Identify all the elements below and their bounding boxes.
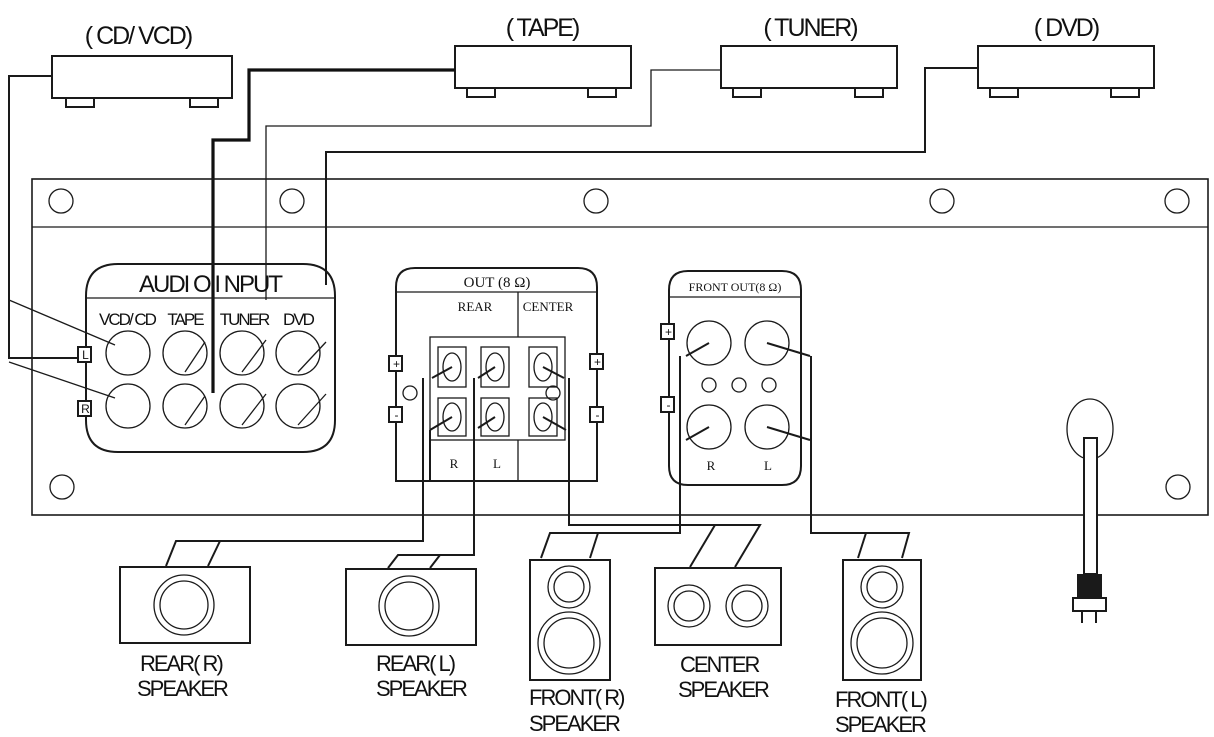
front-r-minus-terminal xyxy=(686,404,732,450)
jack-tuner-l xyxy=(219,330,265,376)
mounting-screw xyxy=(583,188,609,214)
front-l-label-1: FRONT( L) xyxy=(835,687,926,712)
front-r-label-1: FRONT( R) xyxy=(529,685,624,710)
jack-tuner-r xyxy=(219,383,265,429)
amplifier-rear-panel xyxy=(31,178,1209,516)
audio-input-panel: AUDI O I NPUT VCD/ CD TAPE TUNER DVD L R xyxy=(77,263,336,453)
center-speaker: CENTER SPEAKER xyxy=(654,567,782,702)
front-r-plus-terminal xyxy=(686,320,732,366)
jack-tape-l xyxy=(162,330,208,376)
tape-unit: ( TAPE) xyxy=(454,14,632,98)
front-out-title: FRONT OUT(8 Ω) xyxy=(689,280,782,294)
tuner-label: ( TUNER) xyxy=(763,14,857,42)
mounting-screw xyxy=(929,188,955,214)
rear-l-label-2: SPEAKER xyxy=(376,676,467,701)
input-cable-ends xyxy=(8,299,327,426)
front-r-speaker: FRONT( R) SPEAKER xyxy=(529,559,626,736)
left-channel-mark: L xyxy=(82,348,89,362)
rear-r-label-1: REAR( R) xyxy=(140,651,222,676)
center-label-1: CENTER xyxy=(680,652,760,677)
center-label: CENTER xyxy=(523,299,574,314)
rear-r-speaker: REAR( R) SPEAKER xyxy=(119,566,251,701)
out-plus-left: + xyxy=(393,357,400,371)
col-tape-label: TAPE xyxy=(167,310,204,329)
front-l-label-2: SPEAKER xyxy=(835,712,926,737)
tuner-unit: ( TUNER) xyxy=(720,14,898,98)
rear-r-label-2: SPEAKER xyxy=(137,676,228,701)
front-l-plus-terminal xyxy=(744,320,790,366)
rear-l-label-1: REAR( L) xyxy=(376,651,455,676)
front-plus-mark: + xyxy=(665,325,672,339)
rear-l-speaker: REAR( L) SPEAKER xyxy=(345,568,477,701)
center-label-2: SPEAKER xyxy=(678,677,769,702)
front-r-label: R xyxy=(707,458,716,473)
mounting-screw xyxy=(279,188,305,214)
mounting-screw xyxy=(1165,474,1191,500)
dvd-label: ( DVD) xyxy=(1034,14,1099,42)
rear-label: REAR xyxy=(458,299,493,314)
out-panel-title: OUT (8 Ω) xyxy=(464,275,531,291)
mounting-screw xyxy=(1164,188,1190,214)
out-panel: OUT (8 Ω) REAR CENTER R L + - + - xyxy=(388,267,604,482)
out-l-label: L xyxy=(493,456,501,471)
jack-tape-r xyxy=(162,383,208,429)
dvd-unit: ( DVD) xyxy=(977,14,1155,98)
jack-dvd-l xyxy=(275,330,321,376)
jack-vcd-cd-l xyxy=(105,330,151,376)
cd-vcd-label: ( CD/ VCD) xyxy=(85,22,192,50)
front-l-minus-terminal xyxy=(744,404,790,450)
col-dvd-label: DVD xyxy=(283,310,315,329)
mounting-screw xyxy=(48,188,74,214)
audio-input-title: AUDI O I NPUT xyxy=(139,271,283,298)
terminal-block xyxy=(437,346,558,437)
mounting-screw xyxy=(49,474,75,500)
cd-vcd-unit: ( CD/ VCD) xyxy=(51,22,233,108)
jack-vcd-cd-r xyxy=(105,383,151,429)
out-plus-right: + xyxy=(594,355,601,369)
out-r-label: R xyxy=(450,456,459,471)
col-tuner-label: TUNER xyxy=(220,310,270,329)
tape-label: ( TAPE) xyxy=(506,14,579,42)
front-l-label: L xyxy=(764,458,772,473)
right-channel-mark: R xyxy=(81,402,90,416)
col-vcd-cd-label: VCD/ CD xyxy=(99,310,157,329)
source-cables xyxy=(8,67,978,393)
power-cord xyxy=(1066,398,1114,623)
jack-dvd-r xyxy=(275,383,321,429)
front-r-label-2: SPEAKER xyxy=(529,711,620,736)
front-l-speaker: FRONT( L) SPEAKER xyxy=(835,559,928,737)
speaker-wires xyxy=(165,342,911,569)
front-out-panel: FRONT OUT(8 Ω) R L + - xyxy=(660,270,802,486)
